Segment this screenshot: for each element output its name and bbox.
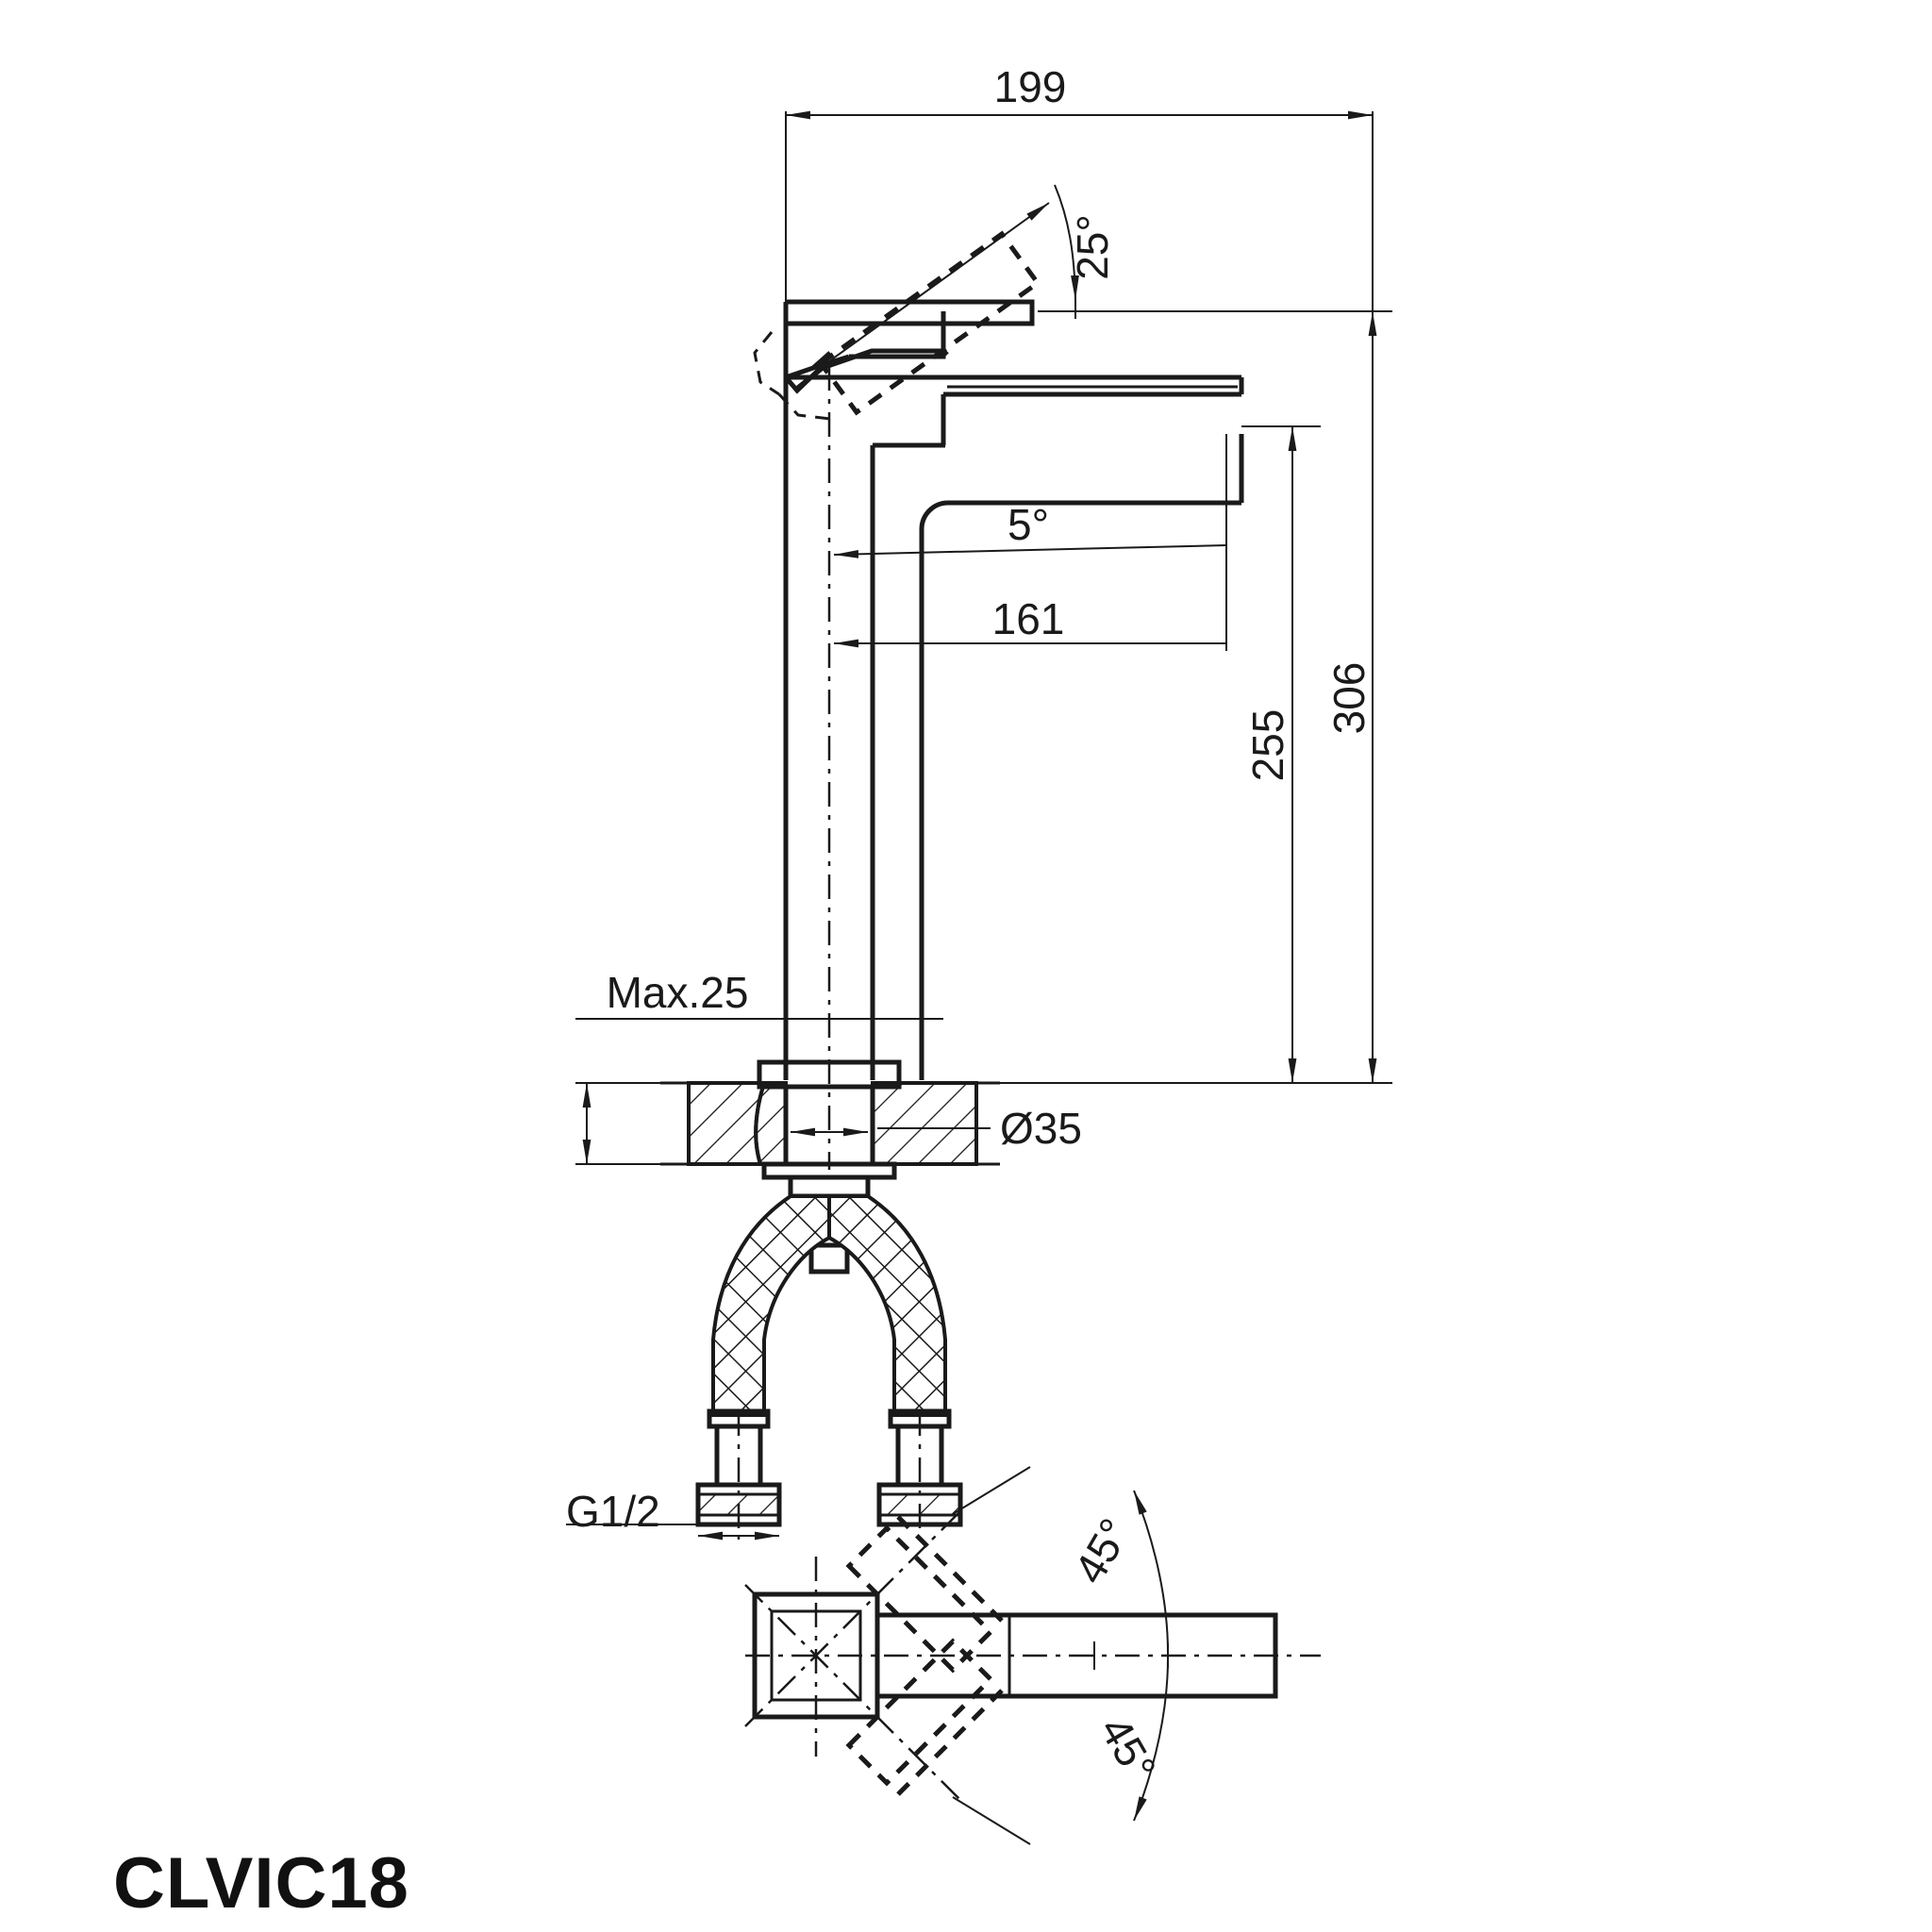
dimension-25deg: 25° xyxy=(822,184,1117,367)
plan-axis-ticks xyxy=(1093,1641,1169,1670)
dim-max25-label: Max.25 xyxy=(607,968,749,1017)
dim-199-label: 199 xyxy=(994,62,1067,111)
dimension-g12: G1/2 xyxy=(566,1487,779,1541)
dim-25deg-label: 25° xyxy=(1068,214,1117,280)
dimension-dia35: Ø35 xyxy=(877,1104,1082,1153)
dim-161-label: 161 xyxy=(992,594,1065,643)
dim-g12-label: G1/2 xyxy=(566,1487,660,1536)
dimension-45deg-lower: 45° xyxy=(952,1657,1169,1845)
deck-section xyxy=(660,1081,1000,1166)
dimension-199: 199 xyxy=(785,62,1374,321)
dim-5deg-label: 5° xyxy=(1008,500,1049,549)
dimension-45deg-upper: 45° xyxy=(952,1466,1169,1654)
plan-centerlines xyxy=(744,1508,1321,1803)
model-code-label: CLVIC18 xyxy=(113,1843,409,1924)
flexible-hoses xyxy=(695,1194,963,1540)
dim-45deg-lower-label: 45° xyxy=(1091,1708,1166,1790)
dim-45deg-upper-label: 45° xyxy=(1064,1510,1140,1591)
tap-column xyxy=(783,377,1244,1080)
spout-body xyxy=(786,375,1244,448)
dimension-5deg: 5° xyxy=(833,500,1227,558)
dimension-max25: Max.25 xyxy=(575,968,943,1165)
dimension-255: 255 xyxy=(1241,425,1321,1083)
dimension-306: 306 xyxy=(953,310,1392,1084)
dim-306-label: 306 xyxy=(1324,662,1374,735)
elevation-view: 199 25° xyxy=(566,62,1392,1541)
dim-dia35-label: Ø35 xyxy=(1000,1104,1082,1153)
plan-view: 45° 45° xyxy=(744,1466,1321,1845)
dim-255-label: 255 xyxy=(1243,709,1292,782)
dimension-161: 161 xyxy=(834,434,1227,651)
mixer-handle xyxy=(783,299,1035,394)
